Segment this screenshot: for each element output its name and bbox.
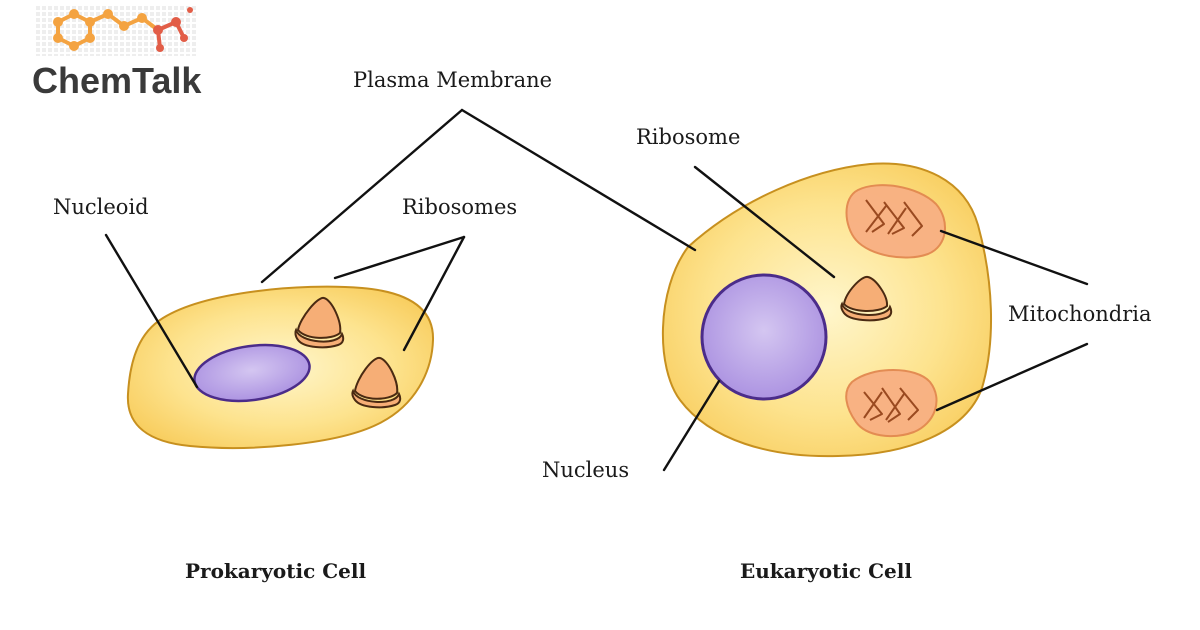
leader-plasma-membrane-prokaryotic <box>260 108 464 284</box>
ribosome-prokaryotic-2 <box>351 356 402 409</box>
ribosome-prokaryotic-1 <box>294 297 345 349</box>
captions: Prokaryotic Cell Eukaryotic Cell <box>185 559 912 583</box>
leader-nucleoid <box>104 233 199 389</box>
chemtalk-logo[interactable]: ChemTalk <box>32 4 202 101</box>
label-mitochondria: Mitochondria <box>1008 302 1151 326</box>
logo-wordmark: ChemTalk <box>32 60 202 101</box>
leader-ribosomes-2 <box>402 235 466 352</box>
leader-ribosome <box>693 165 836 279</box>
mitochondrion-1 <box>845 184 947 259</box>
leader-ribosomes-1 <box>333 235 466 280</box>
caption-eukaryotic-cell: Eukaryotic Cell <box>740 559 912 583</box>
label-nucleus: Nucleus <box>542 458 629 482</box>
leader-nucleus <box>662 379 721 472</box>
label-ribosome: Ribosome <box>636 125 740 149</box>
label-nucleoid: Nucleoid <box>53 195 149 219</box>
leader-lines <box>104 108 1089 472</box>
mitochondrion-2 <box>845 369 938 438</box>
leader-plasma-membrane-eukaryotic <box>460 108 697 252</box>
eukaryotic-cell <box>661 162 993 458</box>
nucleus <box>700 273 828 401</box>
label-ribosomes: Ribosomes <box>402 195 517 219</box>
labels: Plasma Membrane Nucleoid Ribosomes Ribos… <box>53 68 1151 482</box>
logo-grid-background <box>36 4 198 56</box>
leader-mitochondria-1 <box>939 229 1089 286</box>
caption-prokaryotic-cell: Prokaryotic Cell <box>185 559 366 583</box>
ribosome-eukaryotic <box>840 275 893 322</box>
leader-mitochondria-2 <box>935 342 1089 412</box>
label-plasma-membrane: Plasma Membrane <box>353 68 552 92</box>
molecule-icon <box>53 7 193 52</box>
prokaryotic-cell <box>126 285 435 449</box>
